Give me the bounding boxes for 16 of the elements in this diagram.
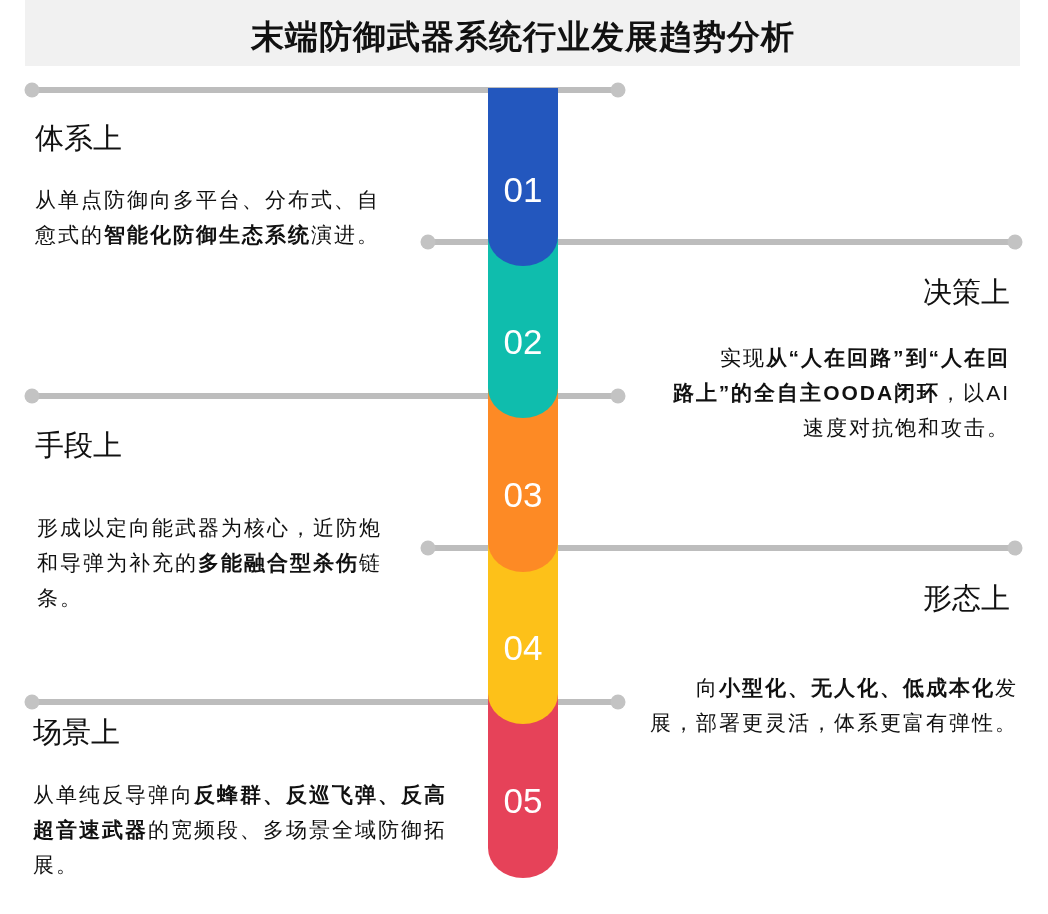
description-text: 实现从“人在回路”到“人在回路上”的全自主OODA闭环，以AI速度对抗饱和攻击。 <box>671 345 1010 441</box>
section-heading: 手段上 <box>35 428 122 463</box>
description-text: 向小型化、无人化、低成本化发展，部署更灵活，体系更富有弹性。 <box>649 675 1018 736</box>
section-heading: 体系上 <box>35 121 122 156</box>
numbered-segment: 05 <box>488 724 558 878</box>
numbered-segment: 04 <box>488 572 558 724</box>
section-heading: 场景上 <box>33 715 120 750</box>
title-bar: 末端防御武器系统行业发展趋势分析 <box>25 0 1020 66</box>
description-text: 形成以定向能武器为核心，近防炮和导弹为补充的多能融合型杀伤链条。 <box>37 515 383 611</box>
description-text: 从单点防御向多平台、分布式、自愈式的智能化防御生态系统演进。 <box>35 187 381 248</box>
numbered-segment: 01 <box>488 88 558 266</box>
description-text: 从单纯反导弹向反蜂群、反巡飞弹、反高超音速武器的宽频段、多场景全域防御拓展。 <box>33 782 448 878</box>
section-heading: 决策上 <box>923 275 1010 310</box>
numbered-segment: 03 <box>488 418 558 572</box>
numbered-segment: 02 <box>488 266 558 418</box>
section-heading: 形态上 <box>923 581 1010 616</box>
